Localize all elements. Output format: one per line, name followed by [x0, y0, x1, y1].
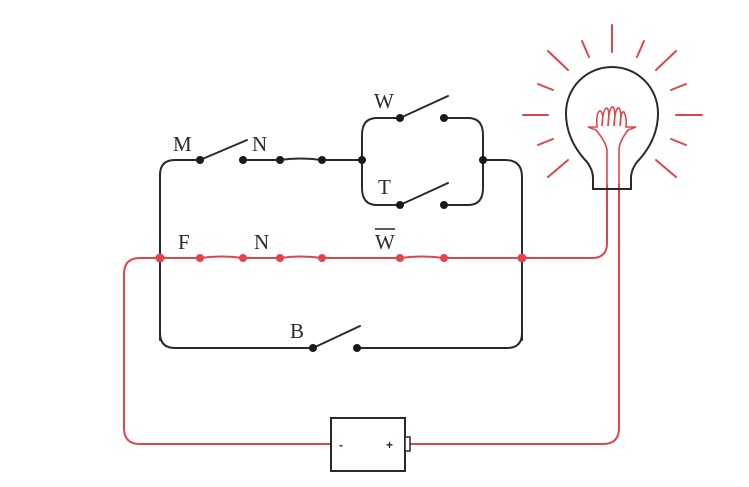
parallel-right-junction [479, 156, 487, 164]
switch-w-bar-contact-left [396, 254, 404, 262]
label-m: M [173, 132, 192, 156]
bulb-glass [564, 66, 660, 190]
switch-f-contact-right [239, 254, 247, 262]
switch-n-contact-left [276, 156, 284, 164]
parallel-right-rail [443, 117, 484, 206]
battery-terminal [404, 436, 411, 452]
active-branch: F N W [123, 184, 620, 445]
switch-b-contact [353, 344, 361, 352]
label-w: W [374, 89, 394, 113]
ray [547, 159, 569, 178]
ray [581, 40, 590, 58]
switch-f-contact-left [196, 254, 204, 262]
battery-positive-sign: + [386, 438, 393, 452]
parallel-left-rail [361, 117, 401, 206]
label-b: B [290, 319, 304, 343]
ray [655, 159, 677, 178]
battery-negative-wire [123, 257, 332, 445]
top-right-wire [482, 159, 523, 341]
battery-negative-sign: - [339, 438, 343, 452]
ray [547, 50, 569, 71]
bottom-right-wire [356, 259, 523, 349]
light-bulb [522, 24, 703, 190]
switch-n-contact-right [318, 156, 326, 164]
bulb-filament [587, 106, 637, 185]
active-middle-wire [159, 255, 523, 259]
ray [670, 138, 687, 146]
switch-m-pivot [196, 156, 204, 164]
top-branch: M N W T [159, 89, 523, 341]
ray [537, 138, 554, 146]
ray [636, 40, 645, 58]
bottom-left-wire [159, 259, 314, 349]
switch-m-blade[interactable] [199, 139, 248, 161]
switch-t-contact [440, 201, 448, 209]
switch-m-contact [239, 156, 247, 164]
label-t: T [378, 175, 391, 199]
label-f: F [178, 230, 190, 254]
switch-w-blade[interactable] [399, 95, 449, 119]
battery-positive-wire [410, 184, 620, 445]
switch-n-mid-contact-left [276, 254, 284, 262]
ray [670, 83, 687, 91]
label-w-bar: W [375, 230, 395, 254]
ray [655, 50, 677, 71]
bottom-branch: B [159, 259, 523, 352]
ray [537, 83, 554, 91]
battery: - + [330, 417, 411, 472]
switch-b-blade[interactable] [312, 325, 361, 349]
lamp-feed-wire [521, 184, 608, 259]
switch-n-mid-contact-right [318, 254, 326, 262]
switch-t-blade[interactable] [399, 182, 449, 206]
left-junction [155, 253, 165, 263]
label-n-mid: N [254, 230, 269, 254]
top-left-wire [159, 159, 201, 341]
light-rays [522, 24, 703, 178]
switch-t-pivot [396, 201, 404, 209]
label-n-top: N [252, 132, 267, 156]
switch-w-pivot [396, 114, 404, 122]
parallel-left-junction [358, 156, 366, 164]
switch-b-pivot [309, 344, 317, 352]
right-junction [517, 253, 527, 263]
switch-w-bar-contact-right [440, 254, 448, 262]
switch-n-wire [242, 157, 363, 161]
switch-w-contact [440, 114, 448, 122]
